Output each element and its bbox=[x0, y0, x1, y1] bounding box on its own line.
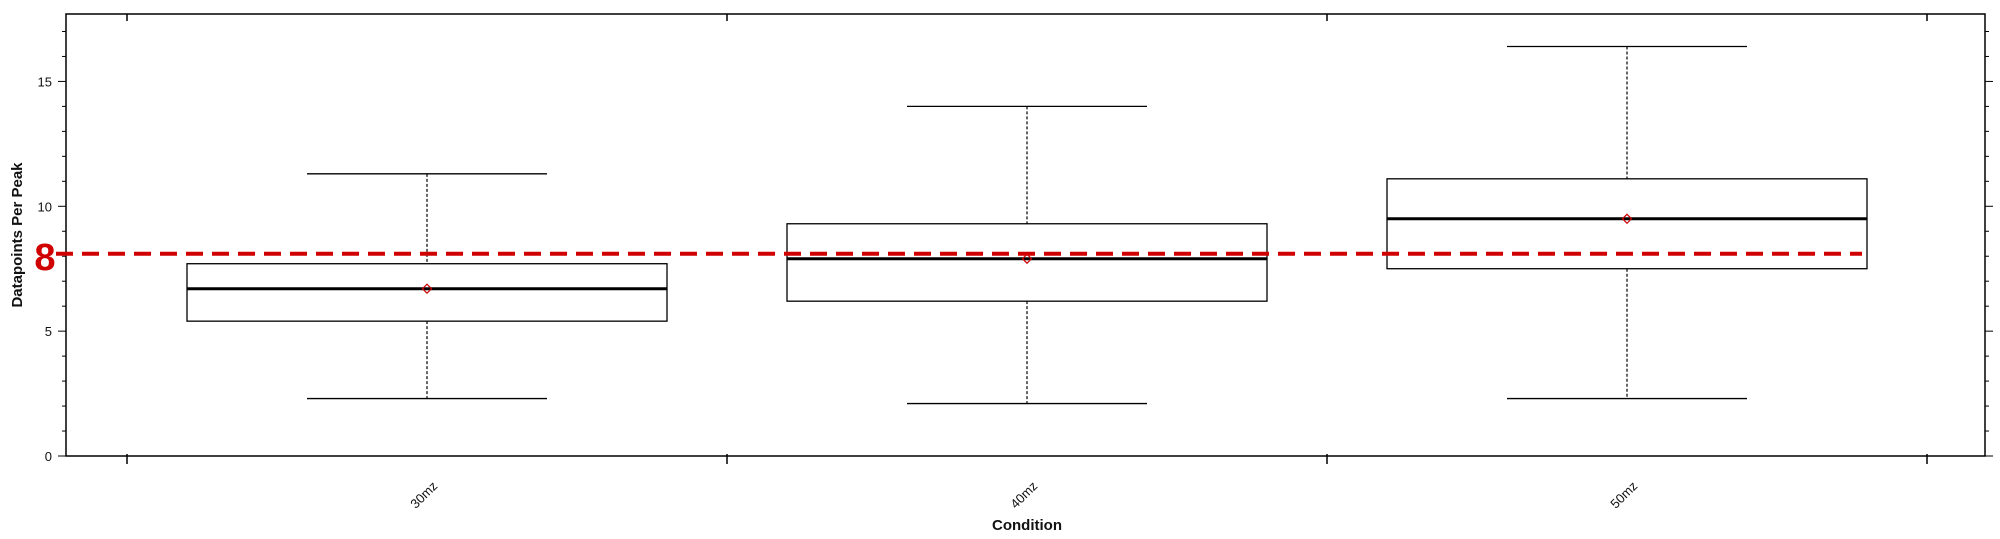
threshold-label: 8 bbox=[34, 237, 55, 279]
mean-marker bbox=[421, 283, 433, 295]
y-axis-title: Datapoints Per Peak bbox=[9, 162, 26, 308]
x-tick-label: 50mz bbox=[1607, 478, 1640, 511]
plot-frame bbox=[65, 13, 1986, 457]
mean-marker bbox=[1621, 213, 1633, 225]
y-tick-label: 15 bbox=[38, 74, 52, 89]
x-axis-title: Condition bbox=[992, 517, 1062, 534]
y-tick-label: 10 bbox=[38, 199, 52, 214]
y-tick-label: 5 bbox=[45, 324, 52, 339]
mean-marker bbox=[1021, 253, 1033, 265]
x-tick-label: 40mz bbox=[1007, 478, 1040, 511]
y-tick-label: 0 bbox=[45, 449, 52, 464]
x-tick-label: 30mz bbox=[407, 478, 440, 511]
